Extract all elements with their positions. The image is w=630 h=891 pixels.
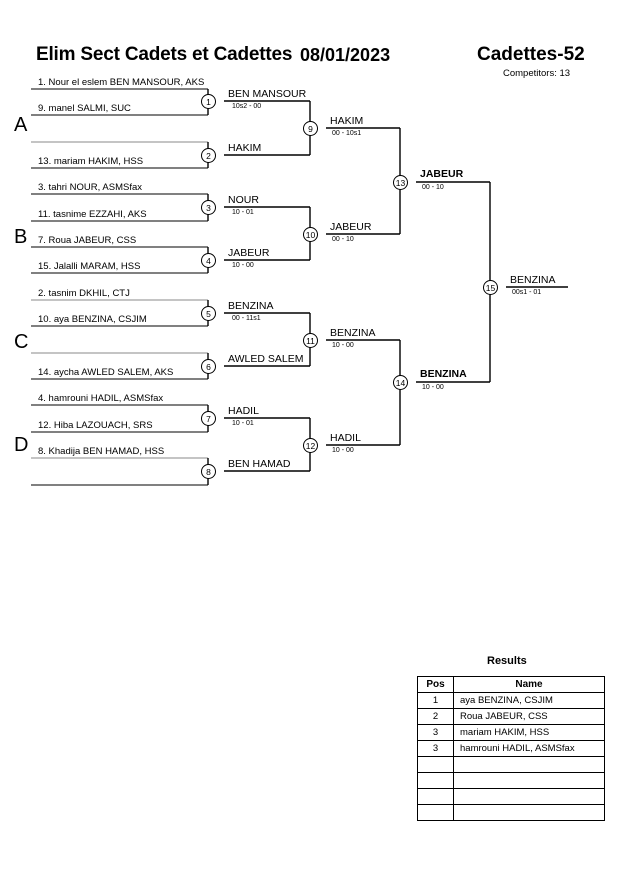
match-winner-10: JABEUR xyxy=(330,221,372,233)
match-number-4[interactable]: 4 xyxy=(201,253,216,268)
results-col-name: Name xyxy=(453,676,605,693)
competitors-count: Competitors: 13 xyxy=(503,68,571,79)
match-winner-11: BENZINA xyxy=(330,327,376,339)
match-score-4: 10 - 00 xyxy=(232,262,254,269)
result-pos: 3 xyxy=(417,740,454,757)
match-score-10: 00 - 10 xyxy=(332,236,354,243)
match-number-8[interactable]: 8 xyxy=(201,464,216,479)
match-winner-8: BEN HAMAD xyxy=(228,458,291,470)
result-pos xyxy=(417,804,454,821)
results-table: Pos Name 1 aya BENZINA, CSJIM 2 Roua JAB… xyxy=(417,676,605,821)
result-pos: 3 xyxy=(417,724,454,741)
entry-competitor: 12. Hiba LAZOUACH, SRS xyxy=(38,420,153,431)
result-name: mariam HAKIM, HSS xyxy=(453,724,605,741)
match-score-13: 00 - 10 xyxy=(422,184,444,191)
page-title: Elim Sect Cadets et Cadettes xyxy=(36,44,293,65)
table-row: 1 aya BENZINA, CSJIM xyxy=(417,692,605,709)
entry-competitor: 14. aycha AWLED SALEM, AKS xyxy=(38,367,174,378)
match-number-12[interactable]: 12 xyxy=(303,438,318,453)
match-number-2[interactable]: 2 xyxy=(201,148,216,163)
result-name xyxy=(453,804,605,821)
result-name xyxy=(453,756,605,773)
match-score-14: 10 - 00 xyxy=(422,384,444,391)
result-name xyxy=(453,772,605,789)
event-date: 08/01/2023 xyxy=(300,45,391,65)
table-row xyxy=(417,788,605,805)
table-row: 3 mariam HAKIM, HSS xyxy=(417,724,605,741)
match-score-3: 10 - 01 xyxy=(232,209,254,216)
result-pos: 1 xyxy=(417,692,454,709)
result-pos: 2 xyxy=(417,708,454,725)
table-row xyxy=(417,756,605,773)
entry-competitor: 15. Jalalli MARAM, HSS xyxy=(38,261,141,272)
match-number-7[interactable]: 7 xyxy=(201,411,216,426)
result-name: aya BENZINA, CSJIM xyxy=(453,692,605,709)
result-name: hamrouni HADIL, ASMSfax xyxy=(453,740,605,757)
entry-competitor: 7. Roua JABEUR, CSS xyxy=(38,235,137,246)
match-score-7: 10 - 01 xyxy=(232,420,254,427)
entry-competitor: 10. aya BENZINA, CSJIM xyxy=(38,314,147,325)
table-row: 2 Roua JABEUR, CSS xyxy=(417,708,605,725)
match-number-11[interactable]: 11 xyxy=(303,333,318,348)
match-number-10[interactable]: 10 xyxy=(303,227,318,242)
result-name xyxy=(453,788,605,805)
result-pos xyxy=(417,756,454,773)
entry-competitor: 3. tahri NOUR, ASMSfax xyxy=(38,182,143,193)
results-col-pos: Pos xyxy=(417,676,454,693)
match-number-3[interactable]: 3 xyxy=(201,200,216,215)
match-score-9: 00 - 10s1 xyxy=(332,130,362,137)
section-letter-b: B xyxy=(14,226,28,248)
entry-competitor: 11. tasnime EZZAHI, AKS xyxy=(38,209,147,220)
match-number-13[interactable]: 13 xyxy=(393,175,408,190)
match-winner-12: HADIL xyxy=(330,432,361,444)
match-winner-2: HAKIM xyxy=(228,142,262,154)
match-winner-14: BENZINA xyxy=(420,368,467,380)
match-number-6[interactable]: 6 xyxy=(201,359,216,374)
match-score-15: 00s1 - 01 xyxy=(512,289,542,296)
section-letter-d: D xyxy=(14,434,29,456)
match-winner-6: AWLED SALEM xyxy=(228,353,304,365)
entry-competitor: 8. Khadija BEN HAMAD, HSS xyxy=(38,446,165,457)
section-letter-c: C xyxy=(14,331,29,353)
table-row: 3 hamrouni HADIL, ASMSfax xyxy=(417,740,605,757)
table-row xyxy=(417,772,605,789)
match-number-14[interactable]: 14 xyxy=(393,375,408,390)
category-title: Cadettes-52 xyxy=(477,44,585,65)
match-number-5[interactable]: 5 xyxy=(201,306,216,321)
entry-competitor: 1. Nour el eslem BEN MANSOUR, AKS xyxy=(38,77,205,88)
match-winner-15: BENZINA xyxy=(510,274,556,286)
section-letter-a: A xyxy=(14,114,28,136)
results-header-row: Pos Name xyxy=(417,676,605,693)
entry-competitor: 13. mariam HAKIM, HSS xyxy=(38,156,144,167)
match-winner-4: JABEUR xyxy=(228,247,270,259)
match-score-5: 00 - 11s1 xyxy=(232,315,261,322)
match-winner-13: JABEUR xyxy=(420,168,464,180)
entry-competitor: 9. manel SALMI, SUC xyxy=(38,103,131,114)
table-row xyxy=(417,804,605,821)
match-number-15[interactable]: 15 xyxy=(483,280,498,295)
result-name: Roua JABEUR, CSS xyxy=(453,708,605,725)
match-winner-9: HAKIM xyxy=(330,115,364,127)
match-score-1: 10s2 - 00 xyxy=(232,103,262,110)
match-winner-7: HADIL xyxy=(228,405,259,417)
results-title: Results xyxy=(487,655,527,667)
match-winner-5: BENZINA xyxy=(228,300,274,312)
match-score-12: 10 - 00 xyxy=(332,447,354,454)
result-pos xyxy=(417,772,454,789)
entry-competitor: 4. hamrouni HADIL, ASMSfax xyxy=(38,393,164,404)
match-number-9[interactable]: 9 xyxy=(303,121,318,136)
match-winner-1: BEN MANSOUR xyxy=(228,88,307,100)
result-pos xyxy=(417,788,454,805)
entry-competitor: 2. tasnim DKHIL, CTJ xyxy=(38,288,130,299)
match-number-1[interactable]: 1 xyxy=(201,94,216,109)
match-score-11: 10 - 00 xyxy=(332,342,354,349)
match-winner-3: NOUR xyxy=(228,194,259,206)
